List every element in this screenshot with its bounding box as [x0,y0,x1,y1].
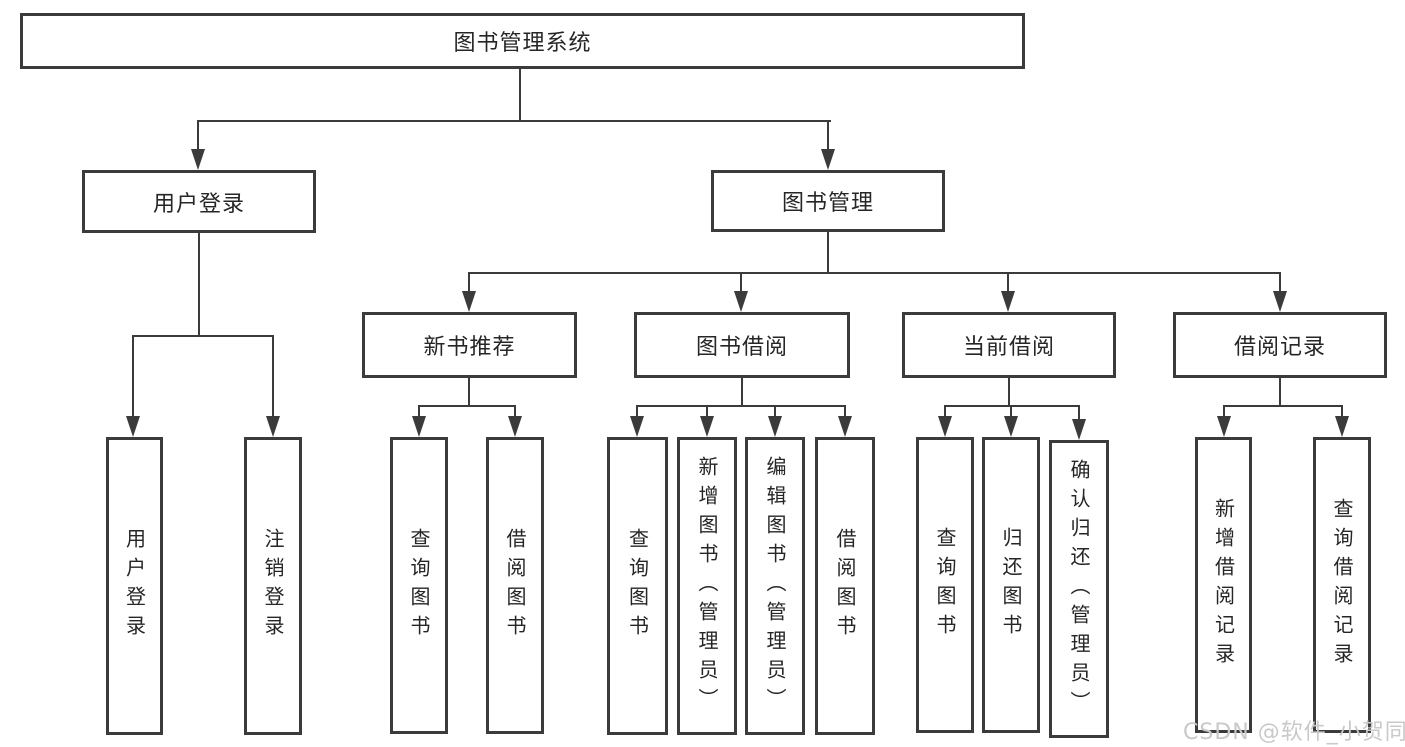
connector-l3-stem-3 [1007,273,1009,293]
leaf-current-return-label: 归还图书 [999,527,1023,643]
node-book-management: 图书管理 [711,170,945,232]
leaf-current-query: 查询图书 [916,437,974,733]
arrowhead-down-icon [1001,291,1015,312]
leaf-borrow-add-admin-label: 新增图书（管理员） [695,455,719,717]
arrowhead-down-icon [126,416,140,437]
connector-l2-left-stem [197,121,199,151]
connector-userlogin-stem [198,233,200,336]
leaf-user-login-label: 用户登录 [122,528,147,644]
leaf-borrow-query: 查询图书 [607,437,668,735]
arrowhead-down-icon [191,149,205,170]
node-borrow-records: 借阅记录 [1173,312,1387,378]
arrowhead-down-icon [734,291,748,312]
arrowhead-down-icon [412,416,426,437]
connector-l2-right-stem [827,121,829,151]
connector-bookmgmt-stem [827,232,829,273]
arrowhead-down-icon [1217,416,1231,437]
arrowhead-down-icon [266,416,280,437]
connector-newbook-leaf1-stem [418,406,420,417]
leaf-borrow-query-label: 查询图书 [625,528,650,644]
leaf-borrow-edit-admin-label: 编辑图书（管理员） [763,455,787,717]
arrowhead-down-icon [1273,291,1287,312]
connector-l3-stem-1 [468,273,470,293]
leaf-user-login: 用户登录 [106,437,163,735]
connector-current-rail [944,405,1080,407]
leaf-newbook-query: 查询图书 [390,437,448,734]
arrowhead-down-icon [1004,416,1018,437]
arrowhead-down-icon [1072,419,1086,440]
leaf-current-return: 归还图书 [982,437,1040,733]
node-new-book-recommend: 新书推荐 [362,312,577,378]
connector-newbook-stem [468,378,470,406]
arrowhead-down-icon [838,416,852,437]
connector-l3-rail [468,272,1281,274]
arrowhead-down-icon [508,416,522,437]
node-root: 图书管理系统 [20,13,1025,69]
leaf-borrow-add-admin: 新增图书（管理员） [677,437,737,735]
connector-current-leaf3-stem [1078,406,1080,420]
arrowhead-down-icon [630,416,644,437]
connector-current-leaf1-stem [944,406,946,417]
connector-l3-stem-2 [740,273,742,293]
leaf-newbook-borrow: 借阅图书 [486,437,544,734]
arrowhead-down-icon [938,416,952,437]
leaf-newbook-borrow-label: 借阅图书 [503,527,527,644]
node-user-login: 用户登录 [82,170,316,233]
leaf-current-query-label: 查询图书 [933,527,957,643]
connector-current-leaf2-stem [1010,406,1012,417]
leaf-borrow-edit-admin: 编辑图书（管理员） [745,437,805,735]
connector-newbook-rail [418,405,516,407]
connector-borrow-rail [636,405,846,407]
leaf-current-confirm-admin: 确认归还（管理员） [1049,440,1109,738]
connector-records-leaf1-stem [1223,406,1225,417]
leaf-newbook-query-label: 查询图书 [407,527,431,644]
connector-current-stem [1008,378,1010,406]
csdn-watermark: CSDN @软件_小贺同学 [1183,720,1405,745]
node-current-borrow: 当前借阅 [902,312,1116,378]
connector-userlogin-leaf1-stem [132,336,134,418]
connector-borrow-leaf4-stem [844,406,846,417]
connector-l3-stem-4 [1279,273,1281,293]
leaf-borrow-borrow: 借阅图书 [815,437,875,735]
arrowhead-down-icon [821,149,835,170]
connector-userlogin-leaf2-stem [272,336,274,418]
arrowhead-down-icon [462,291,476,312]
connector-borrow-stem [741,378,743,406]
connector-borrow-leaf1-stem [636,406,638,417]
arrowhead-down-icon [700,416,714,437]
connector-newbook-leaf2-stem [514,406,516,417]
connector-l2-rail [197,120,831,122]
connector-records-rail [1223,405,1343,407]
arrowhead-down-icon [768,416,782,437]
leaf-borrow-borrow-label: 借阅图书 [833,528,857,644]
connector-records-stem [1279,378,1281,406]
connector-records-leaf2-stem [1341,406,1343,417]
leaf-records-query-label: 查询借阅记录 [1330,498,1354,672]
node-book-borrow: 图书借阅 [634,312,850,378]
leaf-current-confirm-admin-label: 确认归还（管理员） [1067,458,1091,720]
connector-userlogin-rail [132,335,274,337]
arrowhead-down-icon [1335,416,1349,437]
connector-root-stem [519,69,521,121]
connector-borrow-leaf2-stem [706,406,708,417]
connector-borrow-leaf3-stem [774,406,776,417]
leaf-records-add: 新增借阅记录 [1195,437,1252,733]
leaf-logout-label: 注销登录 [261,528,285,644]
leaf-logout: 注销登录 [244,437,302,735]
leaf-records-query: 查询借阅记录 [1313,437,1371,733]
leaf-records-add-label: 新增借阅记录 [1211,498,1236,672]
